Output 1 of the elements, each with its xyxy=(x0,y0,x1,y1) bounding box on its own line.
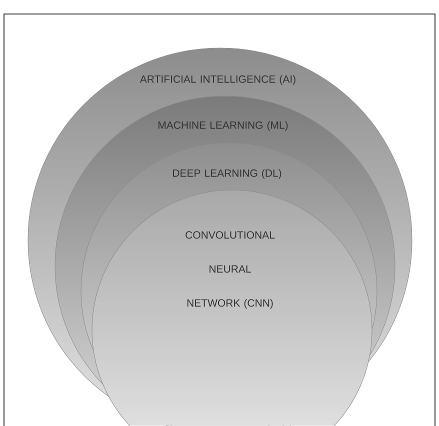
circle-region: CONVOLUTIONAL NEURAL NETWORK (CNN) xyxy=(92,190,372,426)
